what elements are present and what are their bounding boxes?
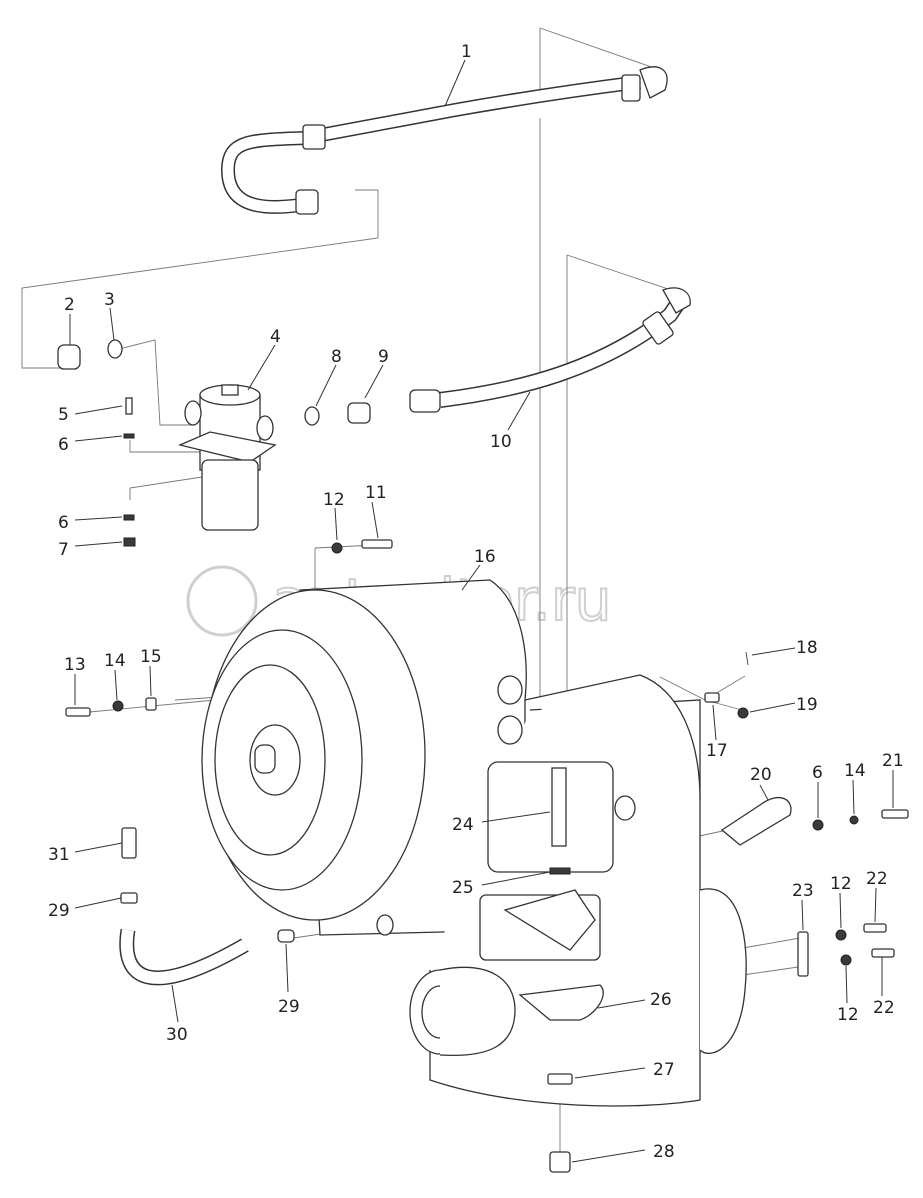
- bolt-22b: [871, 948, 895, 958]
- pad-26: [518, 984, 604, 1021]
- callout-17: 17: [706, 741, 728, 761]
- nut-28: [549, 1151, 571, 1173]
- callout-9: 9: [378, 347, 389, 367]
- callout-20: 20: [750, 765, 772, 785]
- upper-oil-pipe: [220, 66, 668, 215]
- callout-23: 23: [792, 881, 814, 901]
- callout-25: 25: [452, 878, 474, 898]
- callout-numbers: 1 2 3 4 5 6 6 7 8 9 10 11 12 16 13 14 15…: [48, 42, 904, 1162]
- watermark-logo-icon: [186, 565, 258, 637]
- fasteners-left: [123, 397, 393, 554]
- plate-23: [797, 931, 809, 977]
- hose-30: [120, 929, 249, 984]
- callout-31: 31: [48, 845, 70, 865]
- spacer-25: [549, 867, 571, 875]
- callout-4: 4: [270, 327, 281, 347]
- callout-29-left: 29: [48, 901, 70, 921]
- small-fittings: [57, 339, 371, 426]
- callout-16: 16: [474, 547, 496, 567]
- washer-12a: [331, 542, 343, 554]
- callout-13: 13: [64, 655, 86, 675]
- callout-18: 18: [796, 638, 818, 658]
- pin-18: [745, 651, 749, 666]
- callout-22-bottom: 22: [873, 998, 895, 1018]
- callout-10: 10: [490, 432, 512, 452]
- callout-28: 28: [653, 1142, 675, 1162]
- callout-12-top: 12: [323, 490, 345, 510]
- callout-6-right: 6: [812, 763, 823, 783]
- washer-6b: [123, 514, 135, 521]
- callout-6-top: 6: [58, 435, 69, 455]
- callout-15: 15: [140, 647, 162, 667]
- callout-14-left: 14: [104, 651, 126, 671]
- lower-oil-hose: [409, 287, 691, 413]
- bolt-5: [125, 397, 133, 415]
- callout-11: 11: [365, 483, 387, 503]
- seal-ring-3: [107, 339, 123, 359]
- nut-15: [145, 697, 157, 711]
- callout-30: 30: [166, 1025, 188, 1045]
- callout-7: 7: [58, 540, 69, 560]
- clamp-29b: [277, 929, 295, 943]
- washer-12b: [835, 929, 847, 941]
- callout-27: 27: [653, 1060, 675, 1080]
- bolt-11: [361, 539, 393, 549]
- washer-27: [547, 1073, 573, 1085]
- washer-19: [737, 707, 749, 719]
- callout-6-mid: 6: [58, 513, 69, 533]
- callout-14-right: 14: [844, 761, 866, 781]
- stud-13: [65, 707, 91, 717]
- fasteners-13-15: [65, 697, 157, 717]
- callout-3: 3: [104, 290, 115, 310]
- bolt-21: [881, 809, 909, 819]
- callout-1: 1: [461, 42, 472, 62]
- callout-21: 21: [882, 751, 904, 771]
- callout-24: 24: [452, 815, 474, 835]
- washer-14a: [112, 700, 124, 712]
- bracket-20: [720, 796, 792, 846]
- callout-22-top: 22: [866, 869, 888, 889]
- mount-stack: [503, 767, 604, 1173]
- washer-6c: [812, 819, 824, 831]
- callout-19: 19: [796, 695, 818, 715]
- mount-bracket: [503, 889, 596, 951]
- oil-filter-housing: [177, 384, 277, 531]
- adapter-9: [347, 402, 371, 424]
- callout-29-bottom: 29: [278, 997, 300, 1017]
- callout-8: 8: [331, 347, 342, 367]
- nut-7: [123, 537, 136, 547]
- callout-12-right-top: 12: [830, 874, 852, 894]
- bolt-24: [551, 767, 567, 847]
- bolt-22a: [863, 923, 887, 933]
- washer-14b: [849, 815, 859, 825]
- washer-6a: [123, 433, 135, 439]
- bolt-17: [704, 692, 720, 703]
- breather-31: [121, 827, 137, 859]
- fitting-2: [57, 344, 81, 370]
- callout-2: 2: [64, 295, 75, 315]
- fasteners-right: [704, 651, 909, 977]
- callout-5: 5: [58, 405, 69, 425]
- callout-12-right-bottom: 12: [837, 1005, 859, 1025]
- clamp-29a: [120, 892, 138, 904]
- seal-ring-8: [304, 406, 320, 426]
- transmission-housing: [201, 579, 747, 1107]
- washer-12c: [840, 954, 852, 966]
- leader-lines: [69, 59, 894, 1163]
- callout-26: 26: [650, 990, 672, 1010]
